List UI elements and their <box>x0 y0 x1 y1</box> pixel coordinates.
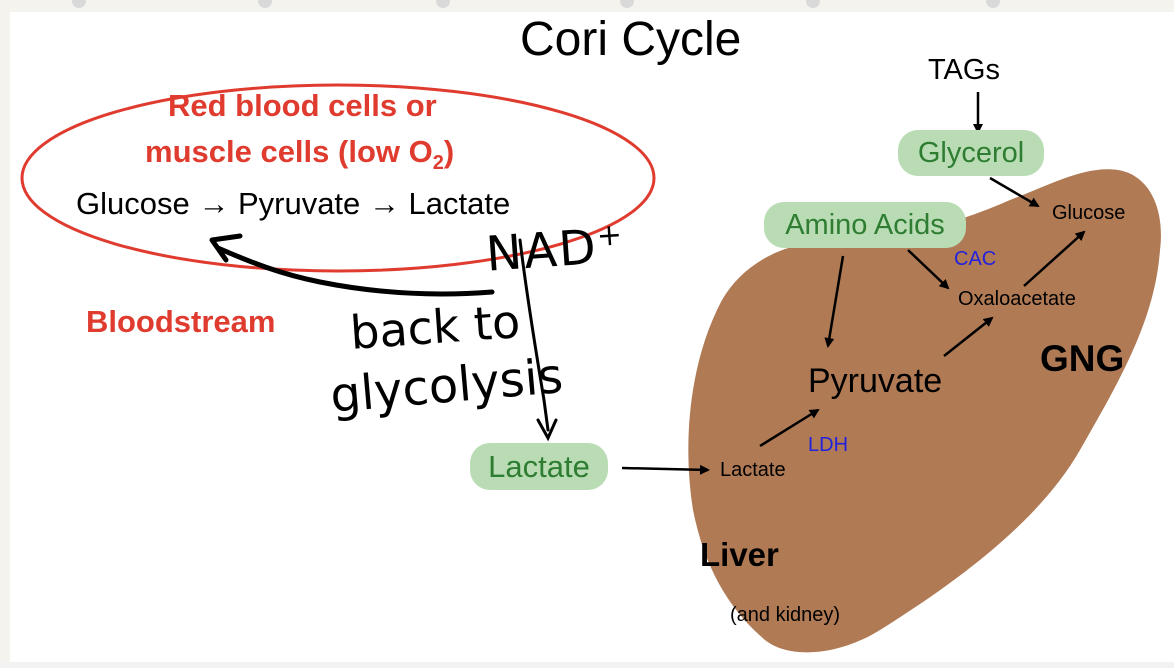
arrow-aa-to-oaa <box>907 249 950 290</box>
top-toolbar-strip <box>0 0 1174 12</box>
ldh-label: LDH <box>808 434 849 456</box>
handwritten-down-arrowhead <box>536 418 558 442</box>
nad-return-arrow <box>215 245 495 297</box>
lactate-pill: Lactate <box>470 443 608 490</box>
arrow-lactate-to-pyruvate <box>759 408 820 448</box>
ring-dot <box>620 0 634 8</box>
tags-label: TAGs <box>928 54 1000 86</box>
bottom-edge <box>0 662 1174 668</box>
liver-pyruvate: Pyruvate <box>808 362 943 400</box>
liver-lactate: Lactate <box>720 459 786 481</box>
arrow-lactate-to-liver <box>621 464 710 475</box>
cell-heading-text: muscle cells (low O <box>145 134 433 169</box>
o2-subscript: 2 <box>432 152 444 175</box>
liver-shape <box>688 169 1161 653</box>
cell-heading-line2: muscle cells (low O2) <box>145 134 454 175</box>
liver-sublabel: (and kidney) <box>730 604 841 626</box>
left-edge <box>0 0 10 668</box>
glycerol-pill: Glycerol <box>898 130 1044 176</box>
amino-acids-pill: Amino Acids <box>764 202 966 248</box>
arrow-pyruvate-to-oaa <box>943 316 994 357</box>
arrow-glycerol-to-glucose <box>989 176 1040 208</box>
nad-return-arrowhead <box>209 233 243 263</box>
gng-label: GNG <box>1040 338 1125 379</box>
arrow-oaa-to-glucose <box>1023 230 1086 287</box>
nad-superscript: + <box>595 217 626 255</box>
handwritten-nad: NAD+ <box>484 217 626 283</box>
nad-text: NAD <box>484 219 600 283</box>
bloodstream-label: Bloodstream <box>86 304 276 339</box>
ring-dot <box>258 0 272 8</box>
cell-oval <box>20 83 656 273</box>
ring-dot <box>72 0 86 8</box>
ring-dot <box>986 0 1000 8</box>
liver-glucose: Glucose <box>1052 202 1126 224</box>
ring-dot <box>806 0 820 8</box>
cell-heading-close: ) <box>443 134 455 169</box>
diagram-title: Cori Cycle <box>520 13 742 66</box>
cell-pathway: Glucose → Pyruvate → Lactate <box>76 186 511 221</box>
liver-oxaloacetate: Oxaloacetate <box>958 288 1076 310</box>
arrow-aa-to-pyruvate <box>824 255 845 348</box>
ring-dot <box>436 0 450 8</box>
cac-label: CAC <box>954 248 997 270</box>
liver-label: Liver <box>700 536 779 573</box>
cell-heading-line1: Red blood cells or <box>168 88 437 123</box>
handwritten-down-line <box>518 238 550 432</box>
